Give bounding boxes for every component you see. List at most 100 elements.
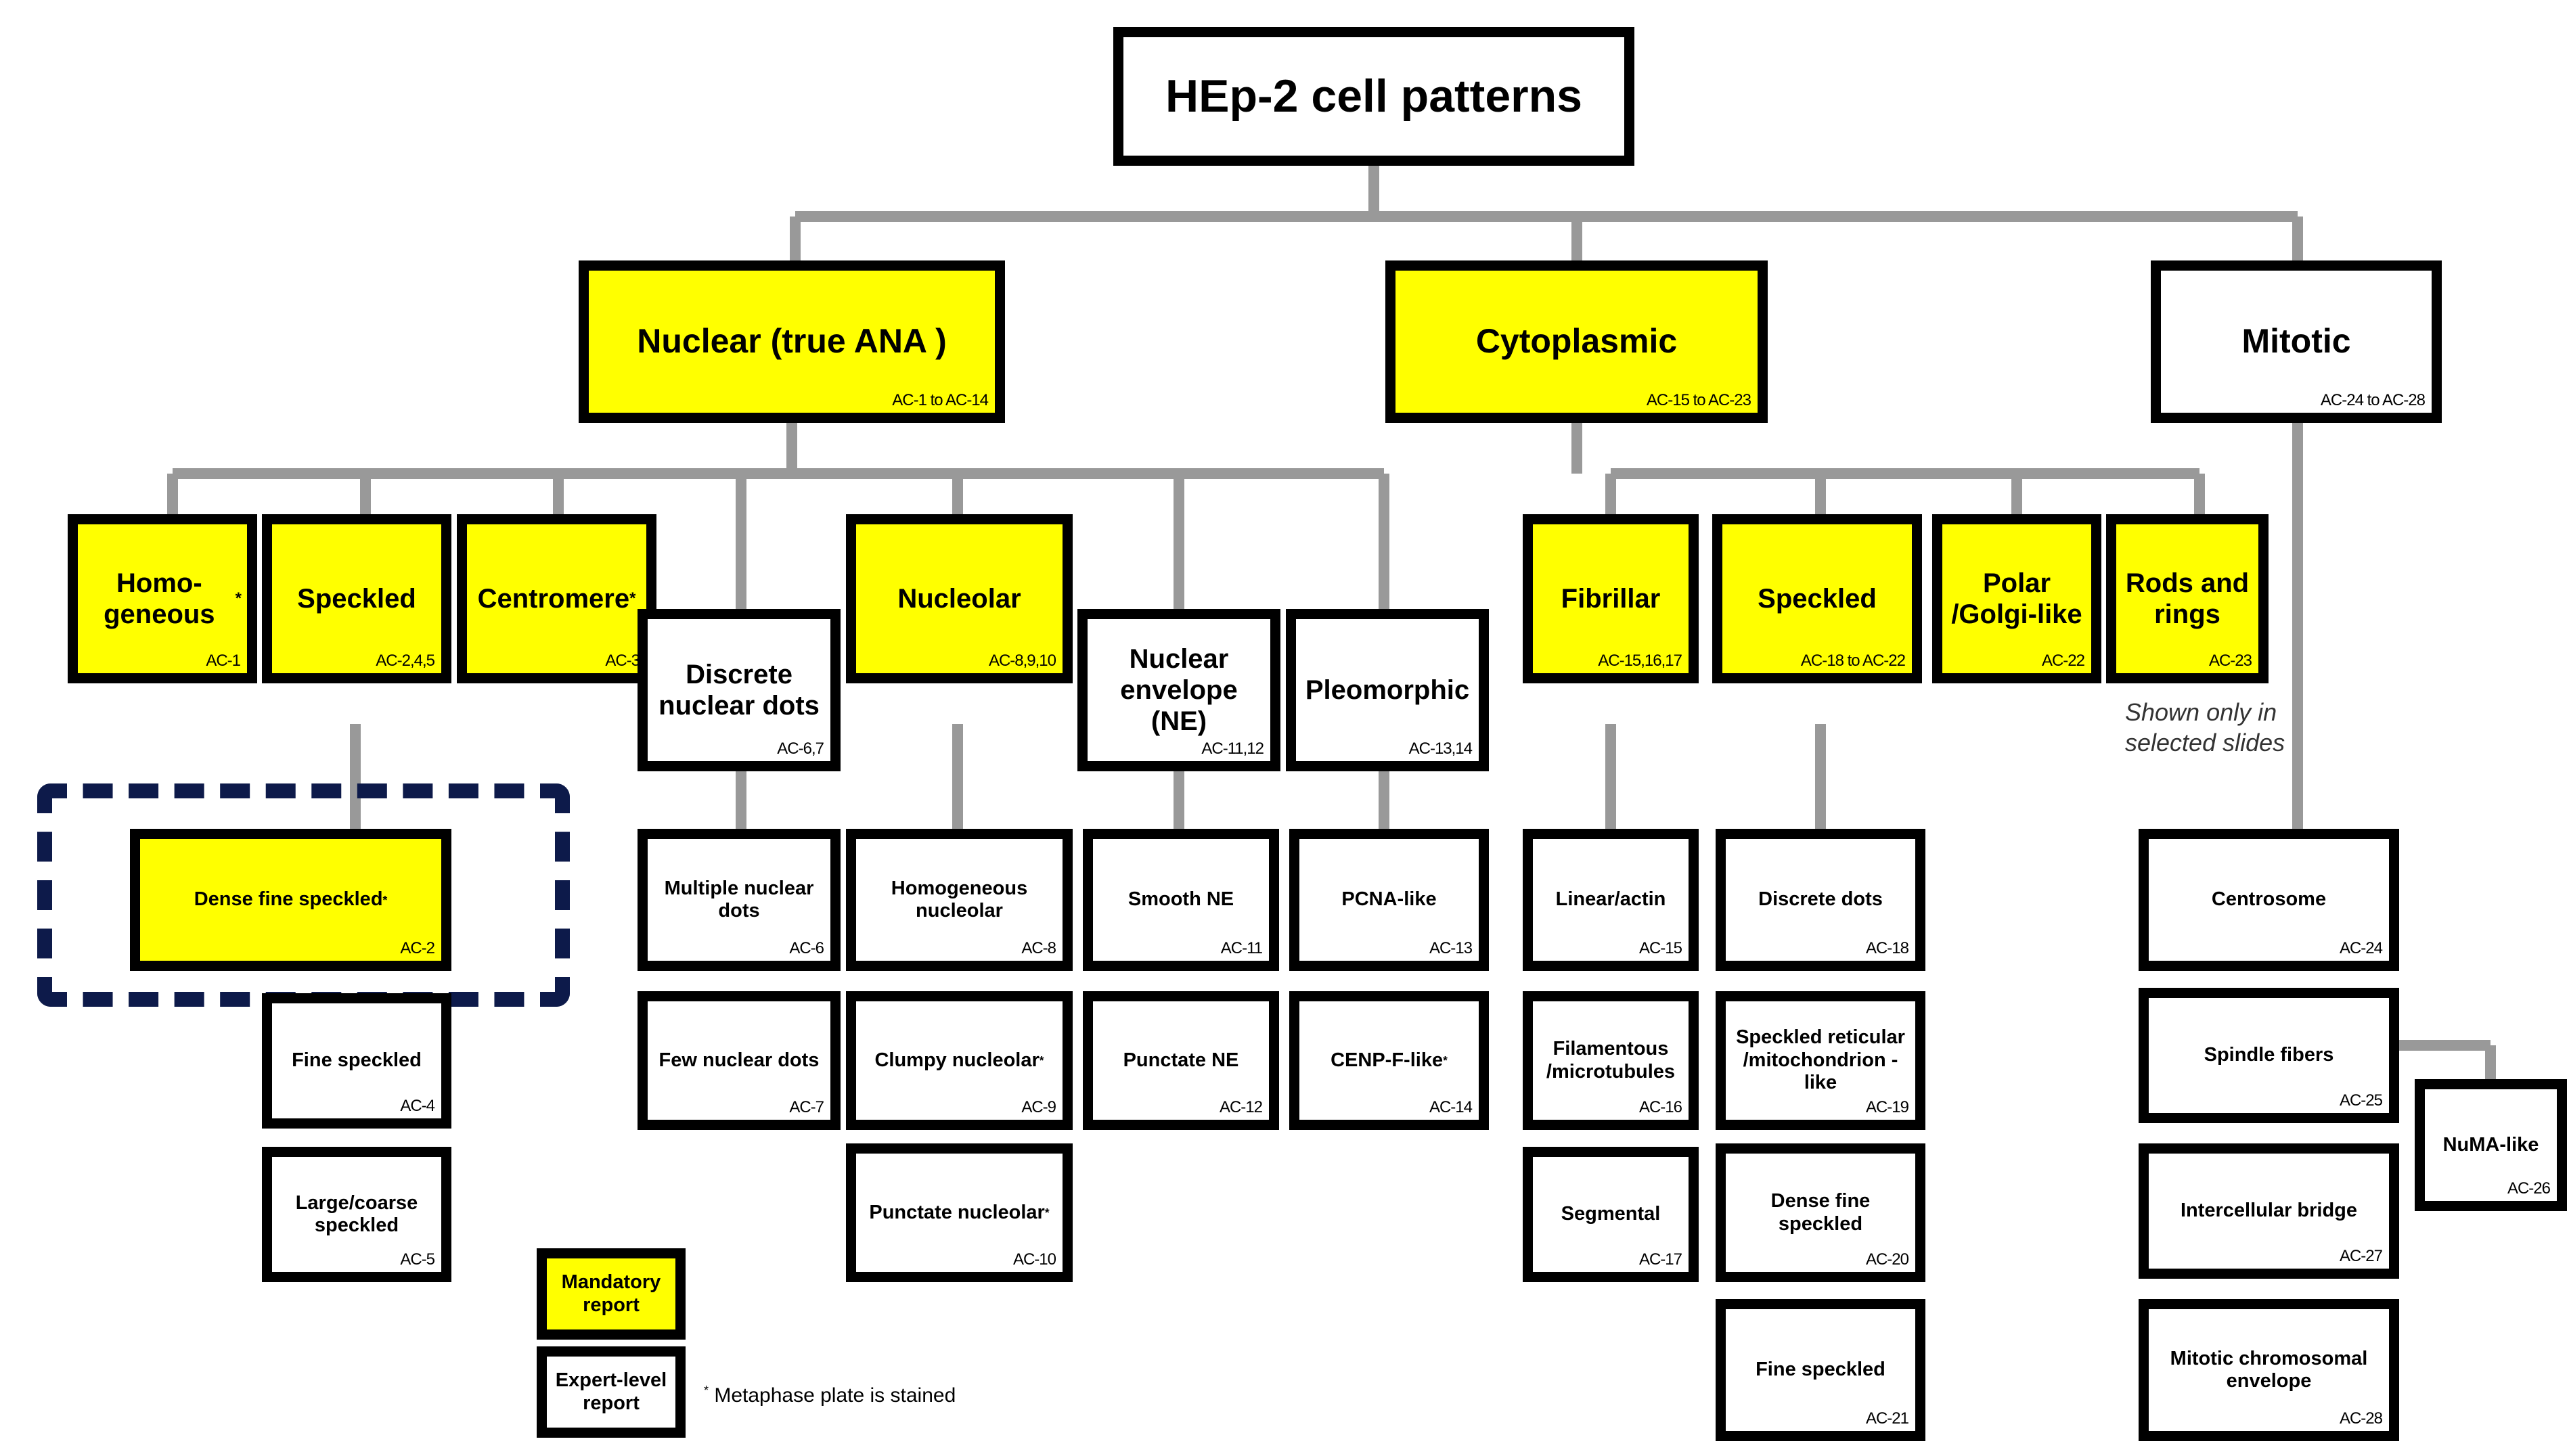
nuclear-label-text: Nuclear (true ANA ): [637, 322, 947, 361]
polar-golgi-label-text: Polar /Golgi-like: [1951, 568, 2082, 629]
legend-expert-label: Expert-level report: [547, 1357, 675, 1428]
fine-speckled-c-label-text: Fine speckled: [1756, 1359, 1885, 1381]
punctate-ne-box: Punctate NE AC-12: [1083, 991, 1279, 1130]
multiple-nuclear-dots-code: AC-6: [789, 939, 824, 957]
dense-fine-speckled-n-box: Dense fine speckled*AC-2: [130, 829, 451, 971]
few-nuclear-dots-label: Few nuclear dots: [648, 1001, 830, 1120]
cytoplasmic-label-text: Cytoplasmic: [1475, 322, 1678, 361]
pleomorphic-code: AC-13,14: [1408, 740, 1473, 758]
homogeneous-nucleolar-label: Homogeneous nucleolar: [856, 839, 1063, 961]
homogeneous-box: Homo-geneous*AC-1: [68, 514, 257, 683]
nucleolar-code: AC-8,9,10: [988, 652, 1056, 670]
rods-rings-label-text: Rods and rings: [2125, 568, 2250, 629]
clumpy-nucleolar-code: AC-9: [1021, 1098, 1056, 1116]
dense-fine-speckled-c-code: AC-20: [1865, 1250, 1909, 1269]
mitotic-label: Mitotic: [2161, 271, 2432, 413]
clumpy-nucleolar-label: Clumpy nucleolar*: [856, 1001, 1063, 1120]
cenp-f-like-box: CENP-F-like* AC-14: [1289, 991, 1489, 1130]
punctate-ne-label-text: Punctate NE: [1123, 1049, 1239, 1071]
discrete-nuclear-dots-label: Discrete nuclear dots: [648, 619, 830, 761]
discrete-dots-label-text: Discrete dots: [1758, 888, 1883, 911]
dense-fine-speckled-n-star: *: [382, 892, 388, 907]
cenp-f-like-code: AC-14: [1429, 1098, 1473, 1116]
clumpy-nucleolar-box: Clumpy nucleolar*AC-9: [846, 991, 1073, 1130]
spindle-fibers-code: AC-25: [2339, 1091, 2383, 1110]
speckled-reticular-code: AC-19: [1865, 1098, 1909, 1116]
mitotic-chromosomal-envelope-label-text: Mitotic chromosomal envelope: [2170, 1347, 2368, 1392]
centromere-code: AC-3: [605, 652, 640, 670]
centromere-star: *: [629, 589, 636, 608]
punctate-nucleolar-label-text: Punctate nucleolar: [869, 1201, 1045, 1223]
root-label-text: HEp-2 cell patterns: [1165, 70, 1582, 122]
nuclear-envelope-code: AC-11,12: [1201, 740, 1264, 758]
pcna-like-code: AC-13: [1429, 939, 1473, 957]
intercellular-bridge-code: AC-27: [2339, 1247, 2383, 1265]
homogeneous-code: AC-1: [206, 652, 241, 670]
segmental-code: AC-17: [1638, 1250, 1682, 1269]
legend-mandatory-label: Mandatory report: [547, 1258, 675, 1329]
legend-mandatory-swatch: Mandatory report: [537, 1248, 686, 1340]
centrosome-code: AC-24: [2339, 939, 2383, 957]
speckled-c-code: AC-18 to AC-22: [1800, 652, 1906, 670]
dense-fine-speckled-n-label-text: Dense fine speckled: [194, 888, 383, 911]
speckled-n-code: AC-2,4,5: [376, 652, 435, 670]
nuclear-code: AC-1 to AC-14: [892, 391, 989, 409]
mitotic-chromosomal-envelope-label: Mitotic chromosomal envelope: [2149, 1309, 2389, 1431]
speckled-reticular-label: Speckled reticular /mitochondrion -like: [1726, 1001, 1915, 1120]
filamentous-microtubules-label-text: Filamentous /microtubules: [1546, 1038, 1676, 1083]
nuclear-envelope-label: Nuclear envelope (NE): [1088, 619, 1270, 761]
cenp-f-like-star: *: [1443, 1053, 1448, 1068]
homogeneous-nucleolar-label-text: Homogeneous nucleolar: [891, 877, 1028, 922]
rods-rings-code: AC-23: [2208, 652, 2252, 670]
nuclear-box: Nuclear (true ANA ) AC-1 to AC-14: [579, 260, 1005, 423]
centrosome-label-text: Centrosome: [2211, 888, 2327, 911]
spindle-fibers-label: Spindle fibers: [2149, 998, 2389, 1113]
cenp-f-like-label-text: CENP-F-like: [1331, 1049, 1444, 1071]
pleomorphic-label: Pleomorphic: [1296, 619, 1479, 761]
homogeneous-nucleolar-code: AC-8: [1021, 939, 1056, 957]
pcna-like-label-text: PCNA-like: [1341, 888, 1437, 911]
legend-expert-swatch: Expert-level report: [537, 1346, 686, 1438]
discrete-nuclear-dots-label-text: Discrete nuclear dots: [658, 660, 820, 721]
punctate-nucleolar-code: AC-10: [1012, 1250, 1056, 1269]
punctate-ne-code: AC-12: [1219, 1098, 1263, 1116]
legend-mandatory-label-text: Mandatory report: [561, 1271, 661, 1316]
clumpy-nucleolar-label-text: Clumpy nucleolar: [874, 1049, 1040, 1071]
fibrillar-label-text: Fibrillar: [1561, 584, 1661, 614]
discrete-dots-label: Discrete dots: [1726, 839, 1915, 961]
numa-like-label-text: NuMA-like: [2442, 1133, 2539, 1156]
centromere-label: Centromere*: [467, 524, 646, 673]
legend-footnote: * Metaphase plate is stained: [704, 1384, 956, 1407]
legend-star: *: [704, 1384, 709, 1397]
smooth-ne-code: AC-11: [1220, 939, 1263, 957]
filamentous-microtubules-code: AC-16: [1638, 1098, 1682, 1116]
mitotic-label-text: Mitotic: [2241, 322, 2351, 361]
smooth-ne-label: Smooth NE: [1093, 839, 1269, 961]
legend-expert-label-text: Expert-level report: [555, 1369, 667, 1414]
speckled-n-label-text: Speckled: [297, 584, 416, 614]
segmental-label-text: Segmental: [1561, 1203, 1661, 1225]
few-nuclear-dots-code: AC-7: [789, 1098, 824, 1116]
few-nuclear-dots-label-text: Few nuclear dots: [658, 1049, 820, 1071]
centromere-box: Centromere*AC-3: [457, 514, 656, 683]
linear-actin-code: AC-15: [1638, 939, 1682, 957]
dense-fine-speckled-c-label: Dense fine speckled: [1726, 1154, 1915, 1272]
punctate-nucleolar-star: *: [1044, 1206, 1050, 1220]
